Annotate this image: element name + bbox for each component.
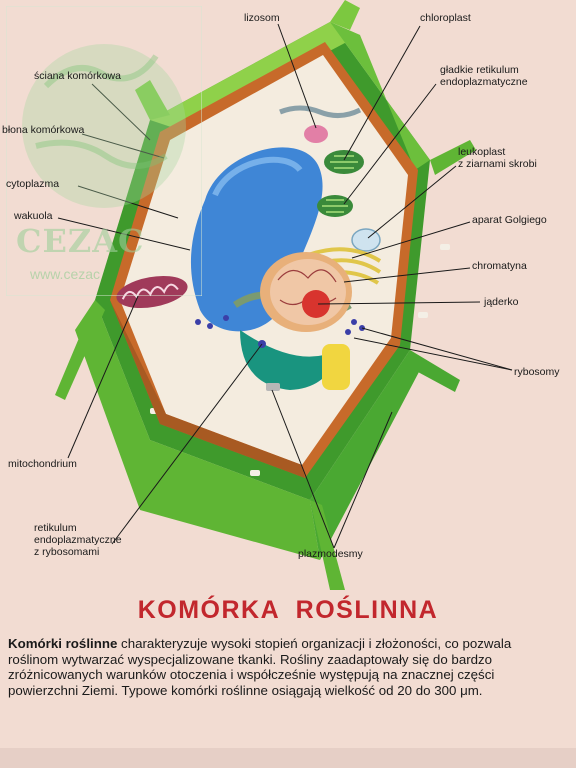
- label-cell-wall: ściana komórkowa: [34, 70, 121, 82]
- plasmodesma: [266, 383, 280, 391]
- description-text: charakteryzuje wysoki stopień organizacj…: [8, 636, 512, 698]
- label-lysosome: lizosom: [244, 12, 280, 24]
- label-rough-er-2: endoplazmatyczne: [34, 534, 122, 546]
- label-ribosomes: rybosomy: [514, 366, 560, 378]
- lysosome: [304, 125, 328, 143]
- page-title: KOMÓRKA ROŚLINNA: [137, 596, 439, 624]
- label-rough-er-3: z rybosomami: [34, 546, 100, 558]
- nucleus: [260, 252, 352, 332]
- plant-cell-diagram: CEZAC www.cezac lizosom chloroplast gład…: [2, 0, 560, 590]
- label-nucleolus: jąderko: [484, 296, 519, 308]
- label-plasmodesmata: plazmodesmy: [298, 548, 363, 560]
- label-leukoplast-1: leukoplast: [458, 146, 506, 158]
- mitochondrion: [116, 275, 188, 309]
- smooth-er: [279, 105, 362, 118]
- chloroplasts: [317, 150, 364, 217]
- leukoplast: [351, 228, 381, 252]
- label-chromatin: chromatyna: [472, 260, 527, 272]
- label-golgi: aparat Golgiego: [472, 214, 547, 226]
- label-leukoplast-2: z ziarnami skrobi: [458, 158, 537, 170]
- label-mitochondrion: mitochondrium: [8, 458, 77, 470]
- bottom-strip: [0, 748, 576, 768]
- label-smooth-er-1: gładkie retikulum: [440, 64, 519, 76]
- label-chloroplast: chloroplast: [420, 12, 471, 24]
- watermark-brand: CEZAC: [16, 222, 145, 260]
- label-cytoplasm: cytoplazma: [6, 178, 60, 190]
- watermark-url: www.cezac: [30, 266, 101, 282]
- label-rough-er-1: retikulum: [34, 522, 77, 534]
- vesicle: [322, 344, 350, 390]
- description-paragraph: Komórki roślinne charakteryzuje wysoki s…: [8, 636, 564, 698]
- globe-watermark-icon: [6, 6, 202, 296]
- label-vacuole: wakuola: [14, 210, 53, 222]
- description-bold: Komórki roślinne: [8, 636, 118, 651]
- cell-illustration: [55, 0, 513, 590]
- label-smooth-er-2: endoplazmatyczne: [440, 76, 528, 88]
- nucleolus: [302, 290, 330, 318]
- label-cell-membrane: błona komórkowa: [2, 124, 85, 136]
- leader-lines: [57, 23, 513, 549]
